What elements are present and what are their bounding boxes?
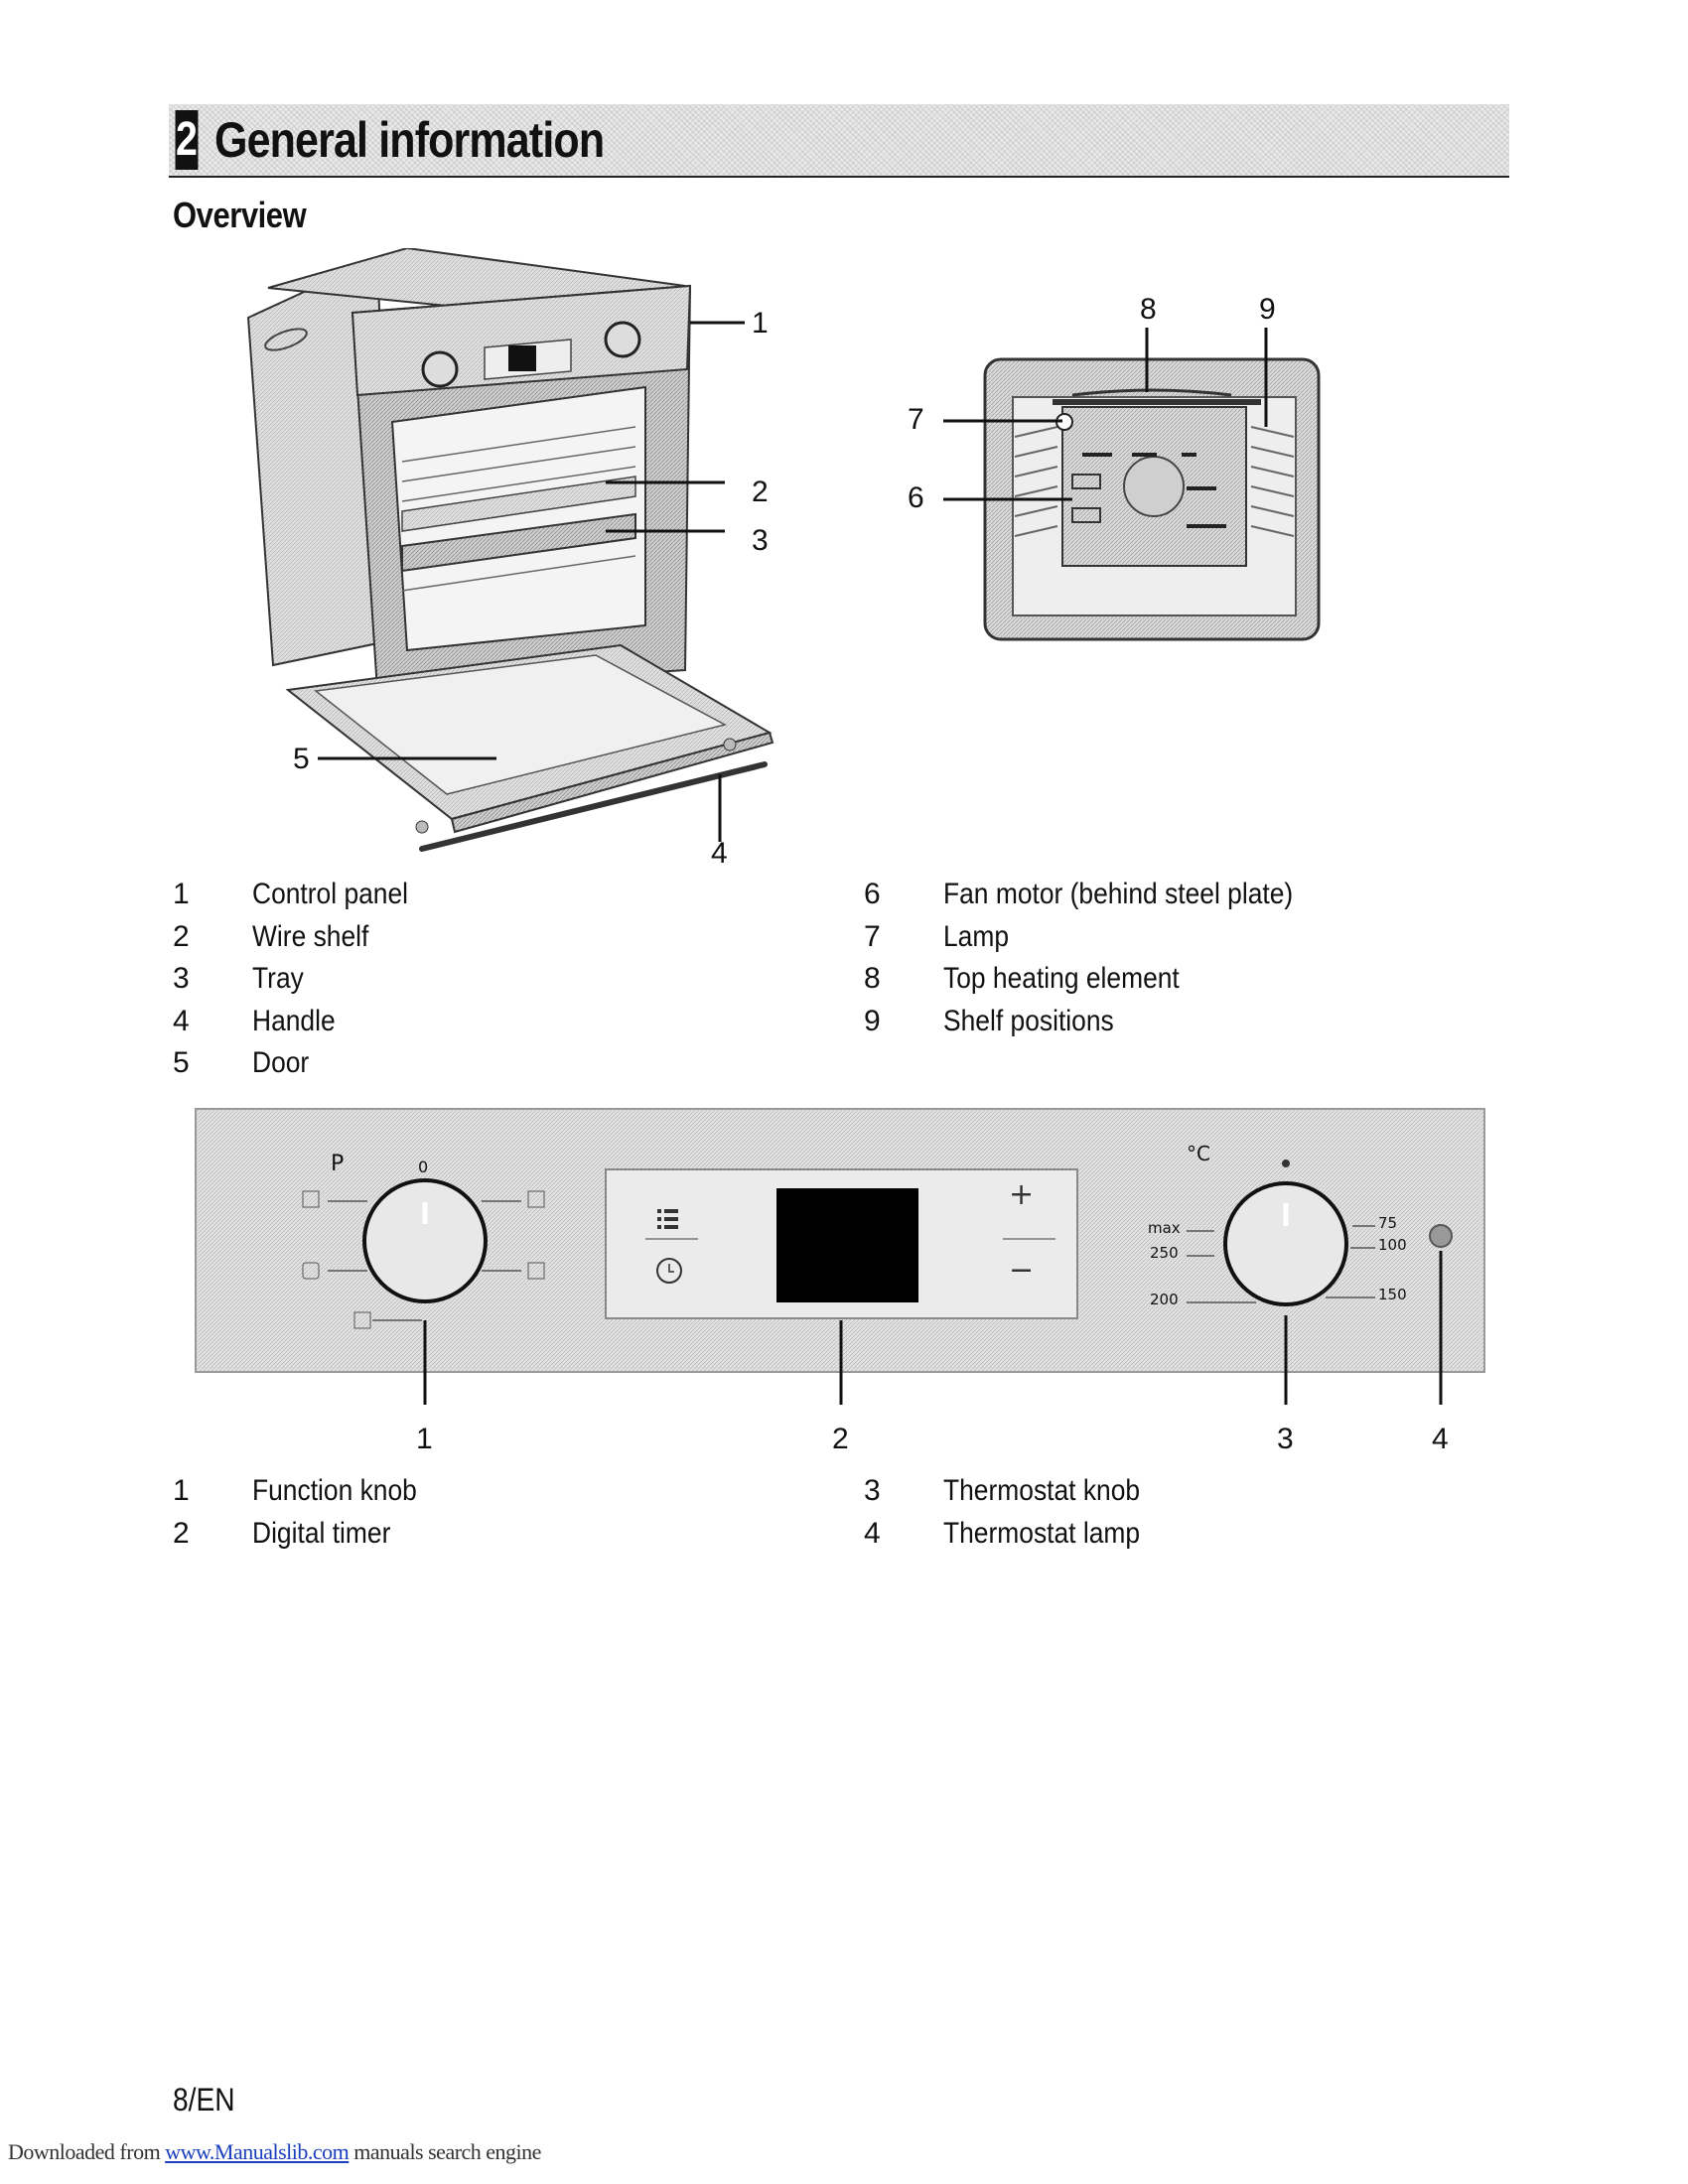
menu-icon (657, 1209, 678, 1229)
manualslib-link[interactable]: www.Manualslib.com (165, 2139, 350, 2164)
footer-suffix: manuals search engine (349, 2139, 541, 2164)
thermostat-mark-75: 75 (1378, 1214, 1398, 1232)
panel-callout-1: 1 (416, 1423, 433, 1455)
oven-cavity-front-view (983, 357, 1321, 641)
control-panel-illustration (195, 1108, 1485, 1405)
fan-icon (527, 1190, 545, 1208)
callout-2: 2 (752, 476, 769, 508)
digital-timer (605, 1168, 1078, 1319)
function-knob-p-label: P (331, 1152, 345, 1176)
callout-7: 7 (908, 403, 924, 436)
panel-callout-4: 4 (1432, 1423, 1449, 1455)
timer-minus-label: − (1009, 1253, 1035, 1288)
thermostat-mark-200: 200 (1150, 1291, 1179, 1308)
thermostat-mark-150: 150 (1378, 1286, 1407, 1303)
callout-1: 1 (752, 307, 769, 340)
chapter-header-bar: 2 General information (169, 104, 1509, 178)
thermostat-mark-100: 100 (1378, 1236, 1407, 1254)
footer-prefix: Downloaded from (8, 2139, 166, 2164)
callout-9: 9 (1259, 293, 1276, 326)
grill-icon (302, 1190, 320, 1208)
callout-3: 3 (752, 524, 769, 557)
section-title: Overview (173, 195, 307, 235)
chapter-title: General information (214, 112, 605, 168)
function-knob (302, 1178, 545, 1329)
callout-6: 6 (908, 481, 924, 514)
thermostat-knob (1187, 1160, 1375, 1306)
chapter-number: 2 (175, 110, 199, 170)
download-footer: Downloaded from www.Manualslib.com manua… (8, 2139, 541, 2165)
page-number: 8/EN (173, 2082, 235, 2117)
thermostat-mark-250: 250 (1150, 1244, 1179, 1262)
off-dot (1282, 1160, 1290, 1167)
timer-plus-label: + (1009, 1177, 1035, 1212)
thermostat-mark-max: max (1148, 1219, 1181, 1237)
function-knob-zero-label: 0 (418, 1158, 429, 1176)
panel-callout-2: 2 (832, 1423, 849, 1455)
callout-5: 5 (293, 743, 310, 775)
oven-cavity (390, 385, 646, 652)
oven-door (285, 643, 774, 852)
thermostat-lamp (1429, 1224, 1453, 1248)
callout-8: 8 (1140, 293, 1157, 326)
panel-callout-3: 3 (1277, 1423, 1294, 1455)
cavity-callout-leaders (943, 328, 1268, 501)
thermostat-unit-label: °C (1187, 1142, 1210, 1165)
oven-illustration (246, 248, 774, 852)
lamp-mode-icon (302, 1262, 320, 1280)
callout-4: 4 (711, 837, 728, 870)
defrost-icon (353, 1311, 371, 1329)
bottom-heat-icon (527, 1262, 545, 1280)
clock-icon (656, 1258, 682, 1284)
